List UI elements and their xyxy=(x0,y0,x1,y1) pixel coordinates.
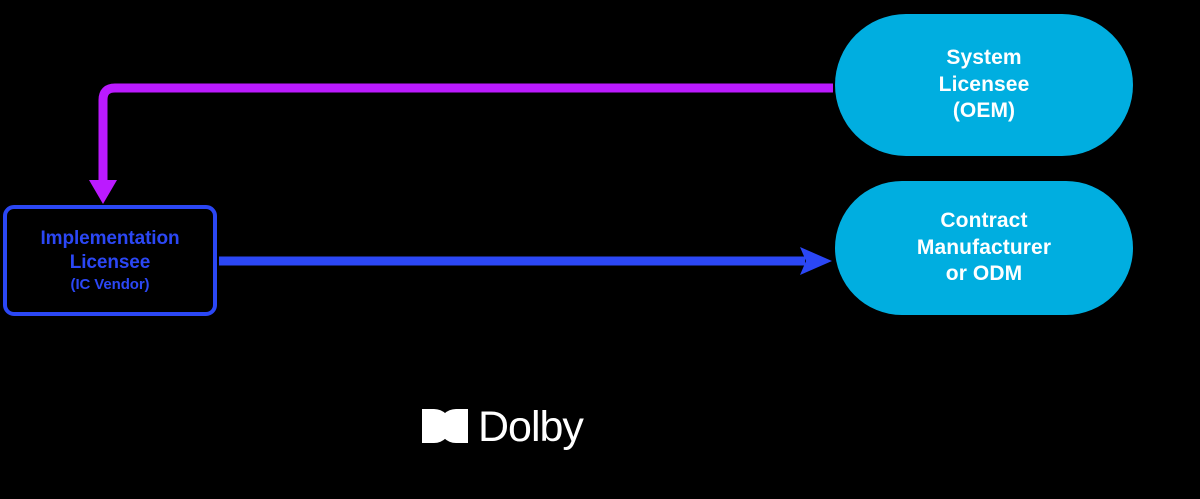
dolby-double-d-icon xyxy=(422,409,468,443)
connector-implementation-to-contract xyxy=(219,247,832,275)
dolby-logo: Dolby xyxy=(418,400,608,452)
connector-system-to-implementation xyxy=(89,83,833,204)
node-implementation-licensee-title: Implementation Licensee xyxy=(40,228,180,273)
node-implementation-licensee-subtitle: (IC Vendor) xyxy=(70,275,150,293)
node-contract-manufacturer[interactable]: Contract Manufacturer or ODM xyxy=(835,181,1133,315)
dolby-wordmark: Dolby xyxy=(478,403,584,451)
dolby-logo-svg: Dolby xyxy=(422,403,585,451)
node-system-licensee[interactable]: System Licensee (OEM) xyxy=(835,14,1133,156)
node-system-licensee-label: System Licensee (OEM) xyxy=(938,45,1030,123)
connector-system-to-implementation-arrowhead xyxy=(89,180,117,204)
connector-implementation-to-contract-arrowhead xyxy=(800,247,832,275)
node-implementation-licensee[interactable]: Implementation Licensee (IC Vendor) xyxy=(3,205,217,316)
connector-system-to-implementation-line xyxy=(98,83,833,186)
node-contract-manufacturer-label: Contract Manufacturer or ODM xyxy=(916,208,1052,286)
